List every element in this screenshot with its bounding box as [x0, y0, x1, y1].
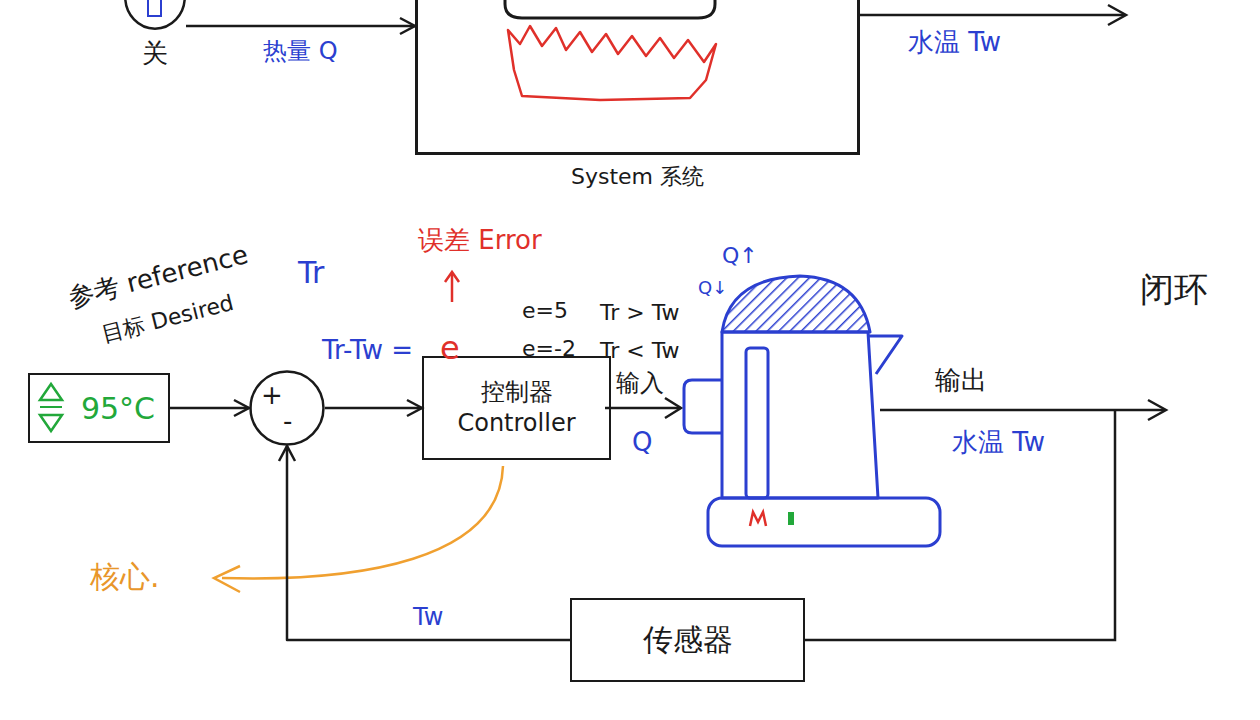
switch-icon: 关 — [124, 0, 186, 30]
connector-arrow — [279, 446, 570, 640]
node-label: 控制器 Controller — [436, 377, 597, 439]
error-pointer — [451, 274, 454, 302]
circle-outline — [124, 0, 186, 30]
annotation-label: Q — [632, 428, 652, 458]
annotation-label: 闭环 — [1140, 270, 1208, 309]
annotation-label: e=5 — [522, 298, 568, 323]
arrow-head — [407, 400, 422, 416]
flame-drawing — [508, 26, 716, 100]
annotation-label: 输入 — [616, 370, 664, 398]
up-button-icon — [40, 384, 62, 400]
node-label: - — [283, 408, 292, 434]
sensor-box: 传感器 — [570, 598, 805, 682]
annotation-label: 水温 Tw — [952, 428, 1045, 458]
connector-label: Tw — [410, 604, 446, 632]
annotation-label: 核心. — [90, 560, 160, 595]
output-arrow — [860, 14, 1125, 17]
annotation-label: Tr < Tw — [600, 338, 679, 363]
annotation-label: Tr > Tw — [600, 300, 679, 325]
green-indicator — [788, 512, 794, 525]
reference-display: 95°C — [28, 373, 170, 443]
connector-arrow — [186, 18, 415, 34]
button-divider — [40, 406, 62, 408]
pot-outline — [505, 0, 715, 18]
arrow-head — [1148, 400, 1166, 420]
node-label: 传感器 — [643, 620, 733, 661]
node-label: 95°C — [81, 391, 155, 426]
arrow-head — [214, 566, 240, 592]
switch-mark — [148, 0, 161, 16]
node-label: + — [261, 382, 283, 408]
arrow-head — [1108, 5, 1126, 25]
annotation-label: Tr-Tw = — [322, 336, 413, 366]
feedback-wire — [805, 410, 1115, 640]
arrow-head — [400, 18, 415, 34]
connector-arrow — [325, 400, 422, 416]
arrow-head — [445, 272, 459, 282]
input-arrow — [605, 407, 680, 410]
annotation-label: e=-2 — [522, 336, 576, 361]
annotation-label: Q↑ — [722, 243, 758, 268]
arrow-head — [665, 398, 681, 418]
core-pointer — [222, 466, 503, 578]
annotation-label: 水温 Tw — [908, 28, 1001, 58]
node-label: 关 — [124, 36, 186, 71]
red-indicator — [750, 512, 766, 526]
output-arrow — [880, 409, 1165, 412]
connector-label: 热量 Q — [260, 38, 341, 66]
controller-box: 控制器 Controller — [422, 356, 611, 460]
down-button-icon — [40, 415, 62, 431]
annotation-label: 误差 Error — [418, 226, 542, 256]
node-label: System 系统 — [418, 162, 857, 192]
annotation-label: e — [440, 330, 460, 367]
summing-junction: +- — [249, 370, 325, 446]
arrow-head — [279, 446, 295, 461]
connector-arrow — [170, 400, 249, 416]
annotation-label: 输出 — [935, 366, 987, 396]
arrow-head — [234, 400, 249, 416]
annotation-label: Tr — [298, 256, 324, 291]
system-box: System 系统 — [415, 0, 860, 155]
annotation-label: Q↓ — [698, 278, 727, 299]
